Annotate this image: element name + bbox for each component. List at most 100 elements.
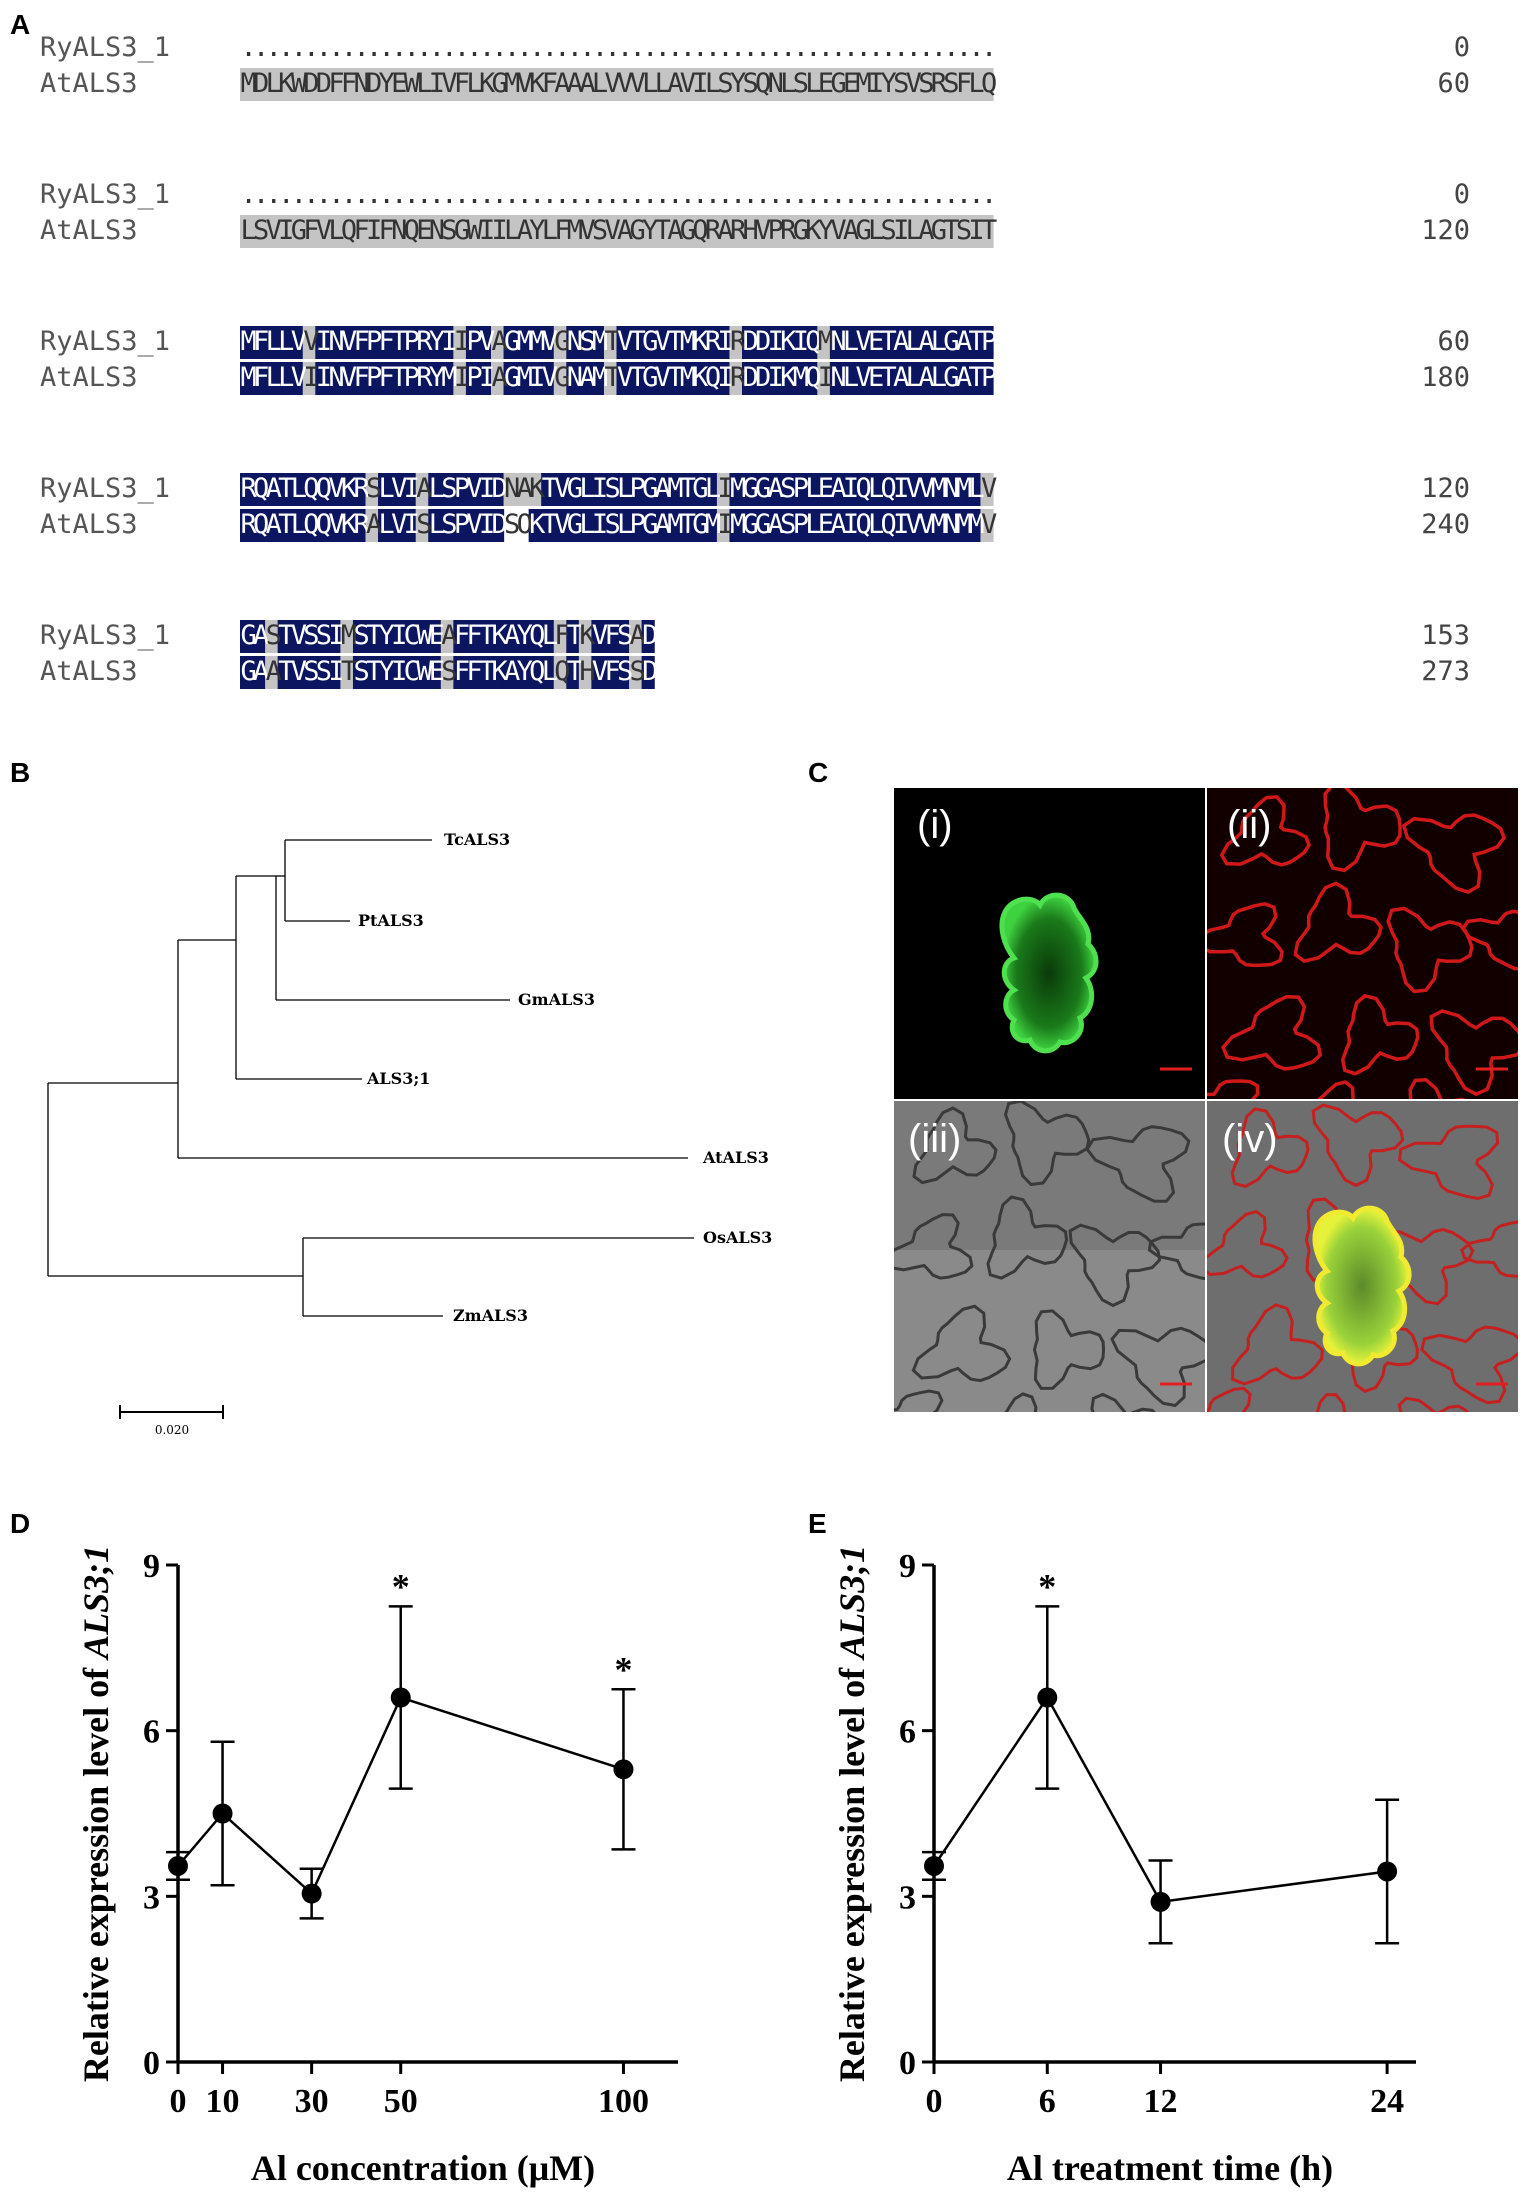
residue-shade [390,362,404,395]
residue-shade [352,473,367,506]
residue-shade [553,509,567,542]
residue-shade [415,656,429,689]
residue-shade [440,68,454,101]
tree-leaf-zmals3: ZmALS3 [453,1306,528,1325]
residue-shade [390,656,404,689]
residue-shade [516,326,530,359]
residue-shade [302,362,316,395]
cell-outline [1003,1100,1091,1187]
residue-shade [842,326,856,359]
cell-outline [912,1106,998,1185]
residue-shade [716,362,731,395]
residue-shade [465,473,480,506]
residue-shade [528,215,542,248]
residue-shade [491,68,505,101]
residue-shade [704,509,718,542]
residue-shade [302,215,316,248]
residue-shade [252,362,266,395]
residue-shade [453,620,467,653]
residue-shade [754,215,768,248]
residue-shade [315,473,329,506]
residue-shade [817,326,831,359]
residue-shade [302,656,316,689]
residue-shade [792,509,806,542]
residue-shade [942,326,956,359]
scale-bar: 0.020 [119,1405,224,1437]
residue-shade [265,620,279,653]
residue-shade [591,509,605,542]
residue-shade [378,68,392,101]
residue-shade [616,326,630,359]
residue-shade [980,509,994,542]
residue-shade [578,362,592,395]
residue-shade [905,68,919,101]
residue-shade [415,362,429,395]
residue-shade [829,362,843,395]
residue-shade [742,68,756,101]
residue-shade [930,473,944,506]
residue-shade [603,326,618,359]
sequence-text: RQATLQQVKRSLVIALSPVIDNAKTVGLISLPGAMTGLIM… [241,473,998,504]
residue-shade [716,215,731,248]
residue-shade [905,215,919,248]
residue-shade [980,473,994,506]
residue-shade [453,215,467,248]
residue-shade [541,656,555,689]
sequence-text: MFLLVVINVFPFTPRYIIPVAGMMVGNSMTVTGVTMKRIR… [241,326,998,357]
residue-shade [302,620,316,653]
residue-shade [804,362,818,395]
residue-shade [980,326,994,359]
residue-shade [603,215,618,248]
x-axis-label: Al concentration (μM) [251,2148,595,2188]
seq-name: RyALS3_1 [40,32,170,63]
residue-shade [315,656,329,689]
residue-shade [942,215,956,248]
seq-name: AtALS3 [40,362,138,393]
residue-shade [478,473,492,506]
x-tick-label: 0 [170,2083,187,2120]
residue-shade [516,656,530,689]
residue-shade [892,215,906,248]
residue-shade [365,509,379,542]
residue-shade [578,620,592,653]
residue-shade [327,656,341,689]
residue-shade [679,473,693,506]
residue-shade [465,656,480,689]
residue-shade [428,362,442,395]
residue-shade [666,509,680,542]
cell-outline [1219,794,1311,867]
residue-shade [829,215,843,248]
residue-shade [591,620,605,653]
residue-shade [603,362,618,395]
cell-outline [1206,1386,1252,1413]
residue-shade [716,473,731,506]
residue-shade [478,68,492,101]
residue-shade [905,326,919,359]
residue-shade [352,656,367,689]
residue-shade [453,509,467,542]
residue-shade [854,509,869,542]
residue-shade [315,620,329,653]
residue-shade [654,509,668,542]
residue-shade [817,215,831,248]
residue-shade [880,362,894,395]
residue-shade [403,656,417,689]
residue-shade [804,473,818,506]
residue-shade [252,509,266,542]
x-tick-label: 10 [206,2083,240,2120]
residue-shade [704,362,718,395]
residue-shade [277,509,291,542]
x-tick-label: 6 [1039,2083,1056,2120]
seq-position: 0 [1454,179,1470,210]
residue-shade [641,326,655,359]
residue-shade [729,509,743,542]
residue-shade [867,326,881,359]
seq-position: 60 [1437,326,1470,357]
residue-shade [591,326,605,359]
residue-shade [591,473,605,506]
residue-shade [955,362,969,395]
cell-outline [1032,1309,1106,1390]
significance-marker: * [614,1649,632,1689]
